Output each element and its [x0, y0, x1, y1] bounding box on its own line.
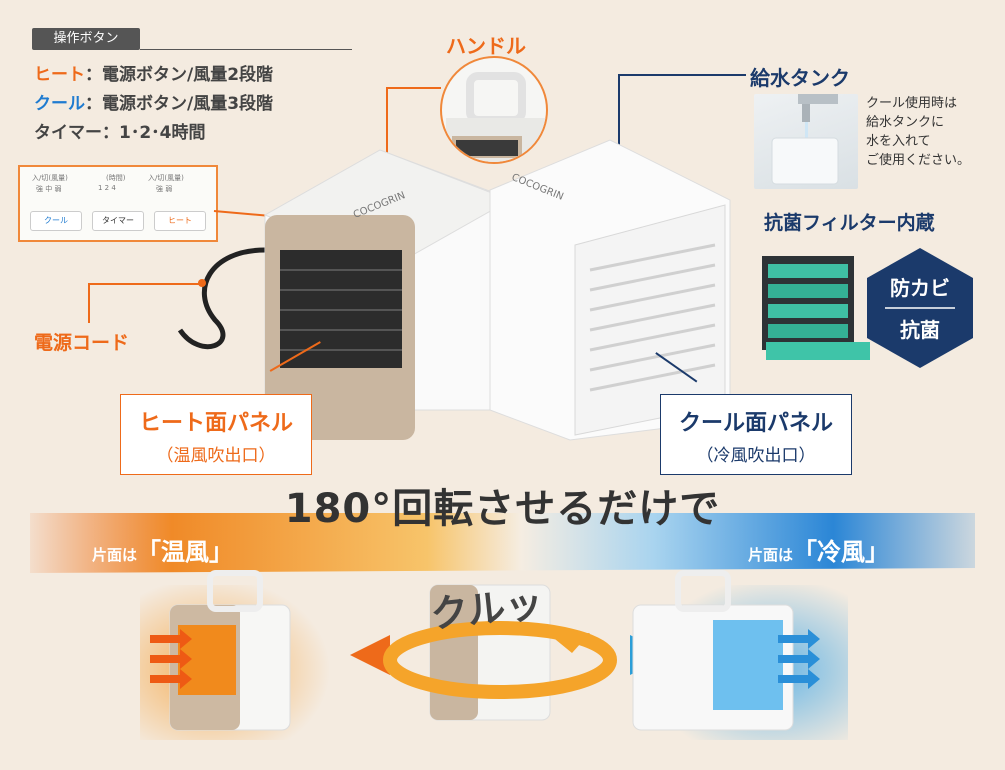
heat-panel-box: ヒート面パネル （温風吹出口）	[120, 394, 312, 475]
heat-button[interactable]: ヒート	[154, 211, 206, 231]
product-main-illustration	[177, 139, 731, 441]
cord-pointer-dot	[198, 279, 206, 287]
spec-timer-value: ：1･2･4時間	[102, 123, 206, 143]
cord-pointer-v	[88, 283, 90, 323]
control-panel-closeup: 入/切(風量) (時間) 入/切(風量) 強 中 弱 1 2 4 強 弱 クール…	[18, 165, 218, 242]
filter-photo	[760, 254, 878, 362]
power-cord-label: 電源コード	[34, 332, 130, 354]
spec-heat: ヒート：電源ボタン/風量2段階	[34, 60, 273, 85]
spec-heat-value: ：電源ボタン/風量2段階	[85, 65, 274, 85]
heat-panel-sub: （温風吹出口）	[156, 446, 276, 466]
panel-sub-heat: 強 弱	[156, 185, 173, 193]
tank-note-line-1: クール使用時は	[866, 96, 958, 111]
gradient-banner	[0, 508, 1005, 578]
tank-title: 給水タンク	[750, 66, 850, 90]
panel-label-timer: (時間)	[106, 174, 126, 182]
right-side-prefix: 片面は	[748, 546, 794, 564]
handle-closeup	[440, 56, 548, 164]
panel-sub-cool: 強 中 弱	[36, 185, 62, 193]
tank-note-line-3: 水を入れて	[866, 134, 931, 149]
spec-cool: クール：電源ボタン/風量3段階	[34, 89, 273, 114]
left-side-value: 「温風」	[137, 538, 234, 566]
tank-pointer-h	[618, 74, 746, 76]
panel-sub-timer: 1 2 4	[98, 184, 116, 192]
left-side-label: 片面は「温風」	[92, 532, 233, 567]
right-side-label: 片面は「冷風」	[748, 532, 889, 567]
cool-unit-illustration	[632, 570, 848, 740]
tank-note-line-2: 給水タンクに	[866, 115, 945, 130]
cool-panel-sub: （冷風吹出口）	[696, 446, 816, 466]
hex-shape	[867, 248, 973, 368]
tank-photo-illustration	[771, 94, 839, 185]
filter-illustration	[762, 256, 870, 360]
panel-label-cool: 入/切(風量)	[32, 174, 68, 182]
handle-pointer-v	[386, 87, 388, 179]
spin-text: クルッ	[428, 581, 546, 637]
panel-label-heat: 入/切(風量)	[148, 174, 184, 182]
spec-heat-key: ヒート	[34, 65, 85, 85]
tank-note: クール使用時は 給水タンクに 水を入れて ご使用ください。	[866, 94, 970, 170]
heat-panel-title: ヒート面パネル	[138, 411, 293, 436]
operation-divider	[140, 49, 352, 50]
tank-note-line-4: ご使用ください。	[866, 153, 971, 168]
rotating-unit-illustration	[350, 584, 670, 721]
antibacterial-badge: 防カビ 抗菌	[865, 246, 975, 370]
rotate-title: 180°回転させるだけで	[284, 486, 721, 532]
handle-label: ハンドル	[446, 34, 526, 58]
spec-cool-key: クール	[34, 94, 85, 114]
spec-cool-value: ：電源ボタン/風量3段階	[85, 94, 274, 114]
left-side-prefix: 片面は	[92, 546, 138, 564]
filter-title: 抗菌フィルター内蔵	[764, 212, 935, 234]
cool-button[interactable]: クール	[30, 211, 82, 231]
tank-photo	[754, 94, 858, 189]
cord-pointer-h	[88, 283, 200, 285]
operation-badge: 操作ボタン	[32, 28, 140, 50]
badge-line-2: 抗菌	[900, 318, 940, 342]
tank-pointer-v	[618, 74, 620, 150]
right-side-value: 「冷風」	[793, 538, 890, 566]
banner-shape	[30, 513, 975, 573]
cool-panel-box: クール面パネル （冷風吹出口）	[660, 394, 852, 475]
cool-panel-title: クール面パネル	[678, 411, 833, 436]
spec-timer-key: タイマー	[34, 123, 102, 143]
spec-timer: タイマー：1･2･4時間	[34, 118, 206, 143]
handle-pointer-h	[387, 87, 441, 89]
timer-button[interactable]: タイマー	[92, 211, 144, 231]
badge-line-1: 防カビ	[890, 276, 950, 300]
warm-unit-illustration	[140, 570, 340, 740]
